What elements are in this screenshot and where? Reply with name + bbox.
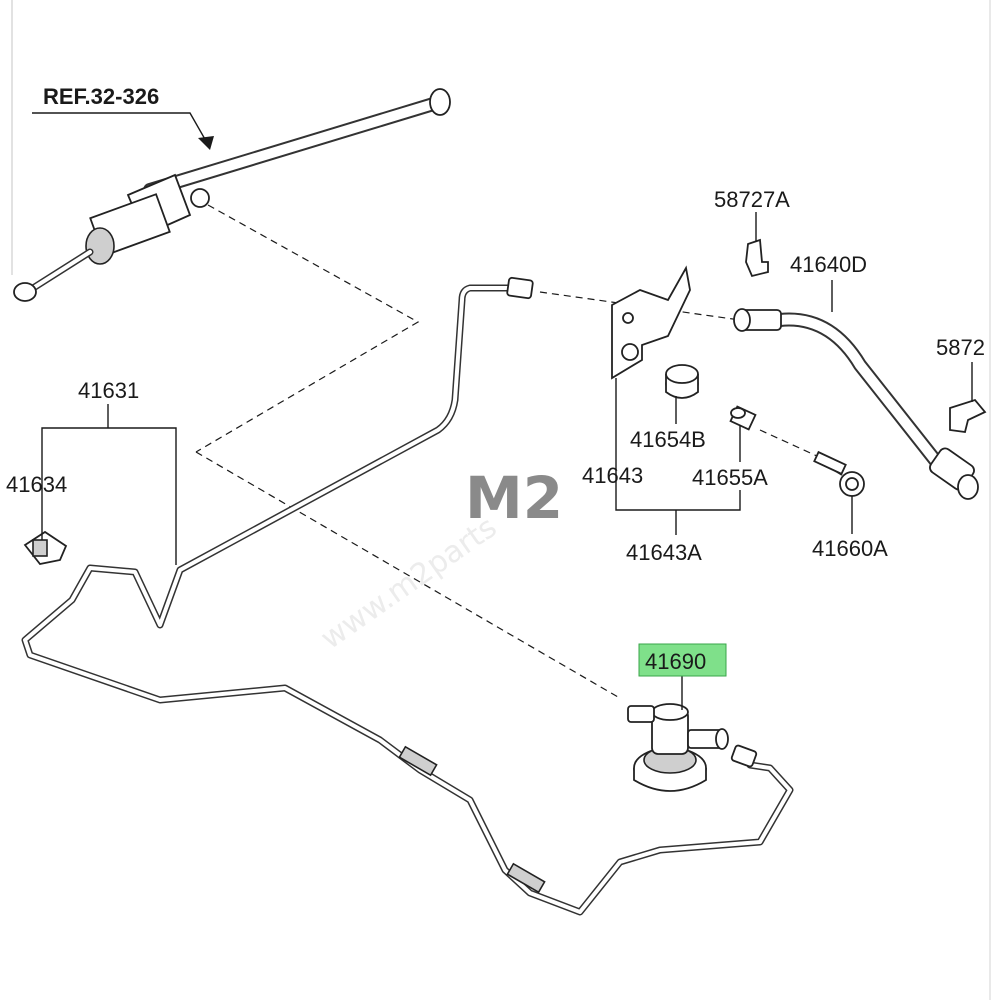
slave-cylinder-41690-icon xyxy=(627,703,758,792)
clutch-tube xyxy=(21,276,794,916)
label-41690-highlight xyxy=(638,643,727,677)
dash-line-upper xyxy=(195,204,420,453)
label-41660a: 41660A xyxy=(812,536,888,561)
label-41643a: 41643A xyxy=(626,540,702,565)
label-41690: 41690 xyxy=(645,649,706,674)
bracket-41643-icon xyxy=(611,265,691,380)
grommet-41654b-icon xyxy=(665,364,699,399)
dash-line-long xyxy=(195,451,619,698)
leader-41643a-bracket xyxy=(615,378,741,511)
collar-41655a-icon xyxy=(729,405,757,431)
ref-arrowhead xyxy=(198,136,214,150)
label-41640d: 41640D xyxy=(790,252,867,277)
label-41643: 41643 xyxy=(582,463,643,488)
label-5872-cut: 5872 xyxy=(936,335,985,360)
leader-41631 xyxy=(41,427,177,565)
watermark-logo: M2 xyxy=(465,464,563,532)
label-41631: 41631 xyxy=(78,378,139,403)
ref-label: REF.32-326 xyxy=(43,84,159,109)
ref-leader xyxy=(32,112,211,149)
clip-right-icon xyxy=(949,398,987,433)
master-cylinder-assembly xyxy=(13,88,451,302)
label-58727a: 58727A xyxy=(714,187,790,212)
clip-58727a-icon xyxy=(745,238,769,278)
label-41654b: 41654B xyxy=(630,427,706,452)
bolt-41660a-icon xyxy=(813,450,865,497)
clip-41634-icon xyxy=(23,530,68,565)
label-41655a: 41655A xyxy=(692,465,768,490)
hose-41640d xyxy=(733,308,979,500)
label-41634: 41634 xyxy=(6,472,67,497)
